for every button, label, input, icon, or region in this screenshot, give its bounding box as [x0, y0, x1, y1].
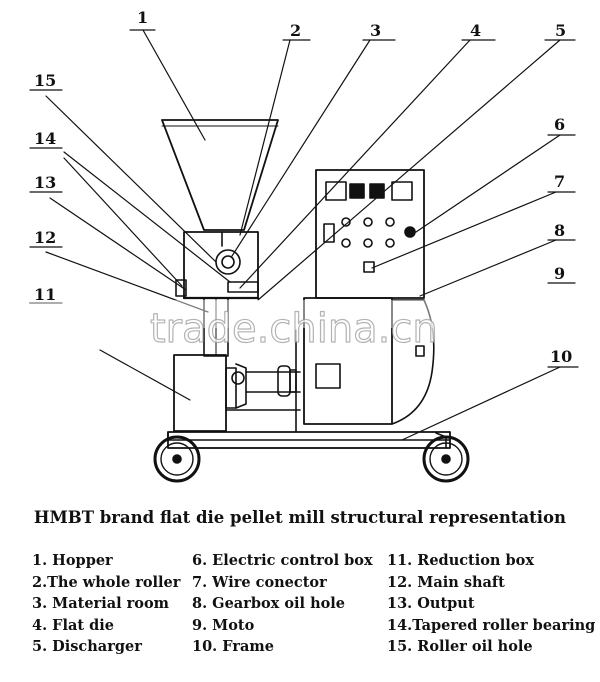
callout-numbers: 1 2 3 4 5 6 7 8 9 10 11 12 13 14 15 [34, 8, 572, 366]
diagram-caption: HMBT brand flat die pellet mill structur… [33, 508, 567, 527]
callout-11: 11 [34, 285, 56, 304]
reduction-box [173, 354, 247, 432]
legend-item: 9. Moto [192, 616, 255, 634]
legend-item: 13. Output [387, 595, 475, 612]
legend-column-1: 1. Hopper 2.The whole roller 3. Material… [32, 550, 180, 658]
callout-15: 15 [34, 71, 56, 90]
callout-2: 2 [290, 21, 301, 40]
callout-4: 4 [470, 21, 481, 40]
legend-item: 3. Material room [32, 595, 169, 612]
callout-8: 8 [554, 221, 565, 240]
legend-item: 12. Main shaft [387, 573, 505, 591]
material-room [175, 231, 260, 300]
legend-item: 14.Tapered roller bearing [387, 616, 596, 634]
callout-3: 3 [370, 21, 381, 40]
support-frame [225, 329, 301, 433]
callout-12: 12 [34, 228, 56, 247]
legend-column-3: 11. Reduction box 12. Main shaft 13. Out… [387, 550, 595, 658]
callout-10: 10 [550, 347, 572, 366]
legend-column-2: 6. Electric control box 7. Wire conector… [192, 550, 373, 658]
legend-item: 10. Frame [192, 638, 274, 655]
legend-item: 11. Reduction box [387, 552, 534, 569]
legend-item: 1. Hopper [32, 552, 113, 569]
callout-14: 14 [34, 129, 56, 148]
callout-6: 6 [554, 115, 565, 134]
watermark-text: trade.china.cn [150, 306, 438, 352]
watermark: trade.china.cn [30, 300, 570, 353]
main-shaft [203, 297, 229, 357]
legend-item: 15. Roller oil hole [387, 638, 533, 655]
legend-item: 6. Electric control box [192, 552, 373, 569]
coupling [245, 365, 301, 397]
callout-5: 5 [555, 21, 566, 40]
legend-item: 5. Discharger [32, 638, 142, 655]
legend-item: 2.The whole roller [32, 573, 181, 591]
legend-item: 8. Gearbox oil hole [192, 595, 346, 612]
right-wheel [422, 432, 470, 483]
left-wheel [153, 431, 201, 483]
motor-cabinet [303, 297, 435, 425]
leader-lines [29, 29, 579, 441]
callout-9: 9 [554, 264, 565, 283]
frame [167, 431, 451, 449]
callout-13: 13 [34, 173, 56, 192]
callout-1: 1 [137, 8, 148, 27]
machine-drawing: 1 2 3 4 5 6 7 8 9 10 11 12 13 14 15 trad… [29, 8, 579, 483]
callout-7: 7 [554, 172, 565, 191]
legend-item: 4. Flat die [32, 616, 115, 634]
legend-item: 7. Wire conector [192, 573, 327, 591]
hopper [161, 119, 279, 247]
